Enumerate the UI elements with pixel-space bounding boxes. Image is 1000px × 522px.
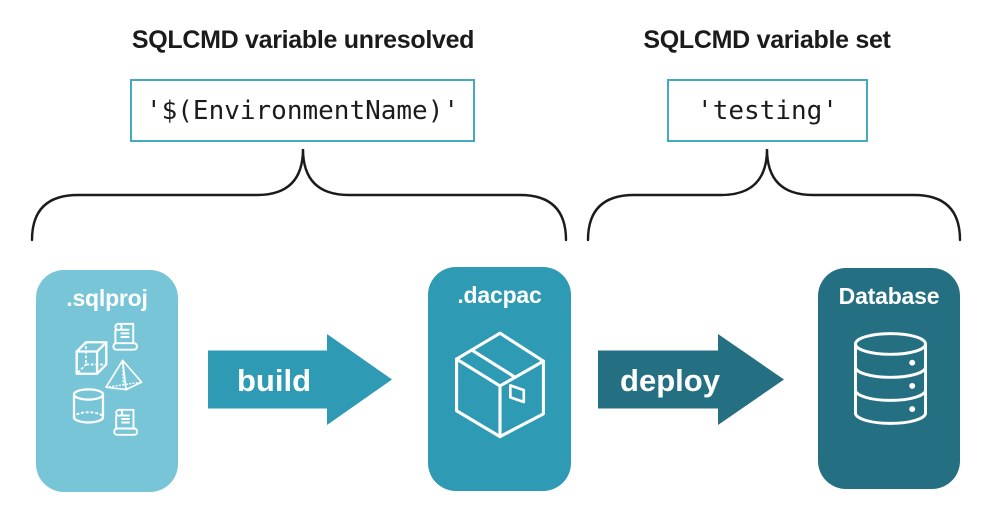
code-value-unresolved: '$(EnvironmentName)'	[145, 95, 460, 126]
heading-sqlcmd-set: SQLCMD variable set	[643, 26, 891, 54]
cube-icon	[73, 338, 110, 378]
database-icon	[853, 332, 928, 425]
deploy-arrow-label: deploy	[620, 363, 721, 398]
deploy-arrow: deploy	[598, 334, 784, 425]
code-box-environment-name: '$(EnvironmentName)'	[130, 79, 475, 142]
pyramid-icon	[105, 358, 143, 392]
node-sqlproj: .sqlproj	[36, 270, 178, 492]
code-box-testing: 'testing'	[667, 79, 868, 142]
package-icon	[448, 327, 552, 448]
build-arrow-label: build	[237, 363, 311, 398]
node-database-label: Database	[838, 283, 940, 309]
code-value-set: 'testing'	[697, 95, 838, 126]
node-database: Database	[818, 268, 960, 489]
scroll-icon	[112, 322, 139, 353]
left-brace	[30, 148, 568, 242]
right-brace	[586, 148, 962, 242]
node-dacpac-label: .dacpac	[457, 282, 542, 308]
node-dacpac: .dacpac	[428, 267, 571, 491]
heading-sqlcmd-unresolved: SQLCMD variable unresolved	[131, 26, 475, 54]
node-sqlproj-label: .sqlproj	[66, 285, 148, 311]
build-arrow: build	[208, 334, 392, 425]
cylinder-icon	[72, 388, 105, 424]
scroll-icon	[113, 408, 139, 438]
